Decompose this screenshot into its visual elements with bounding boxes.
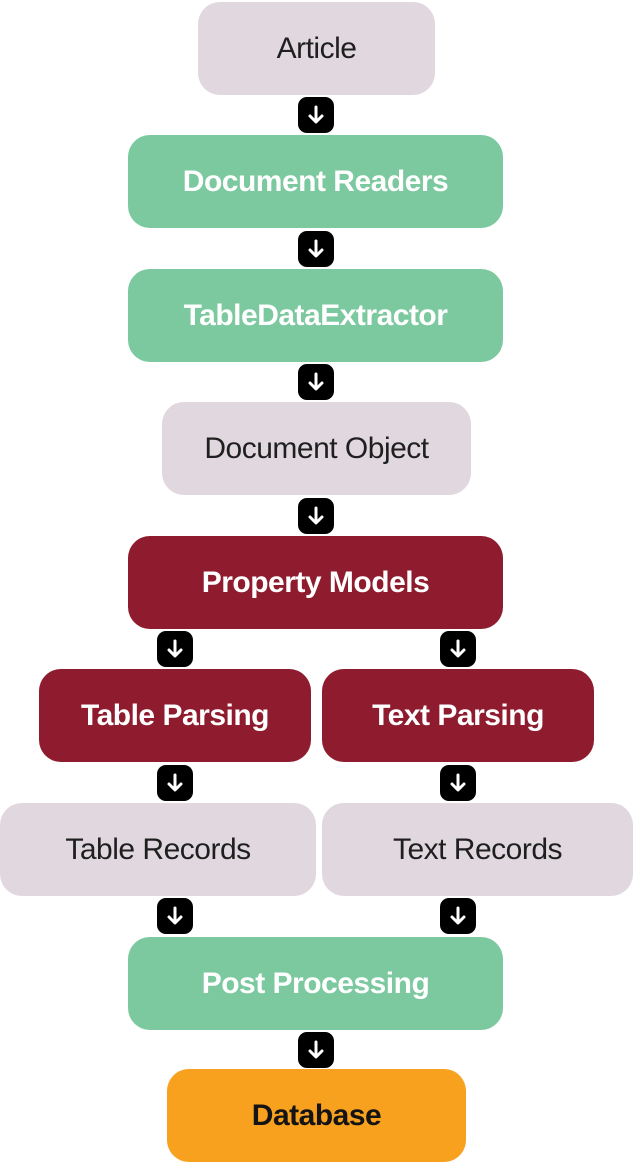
node-text-records-label: Text Records [392,832,563,866]
arrow-post-processing-to-database-down-arrow-icon [298,1032,334,1068]
arrow-text-parsing-to-records-down-arrow-icon [440,765,476,801]
node-document-object: Document Object [162,402,471,495]
arrow-models-to-text-parsing-down-arrow-icon [440,631,476,667]
node-document-object-label: Document Object [204,431,429,465]
down-arrow-icon [167,639,183,658]
node-document-readers: Document Readers [128,135,503,228]
down-arrow-icon [308,239,324,258]
node-post-processing-label: Post Processing [201,966,430,1000]
down-arrow-icon [450,906,466,925]
node-table-data-extractor: TableDataExtractor [128,269,503,362]
node-property-models-label: Property Models [201,565,430,599]
node-database: Database [167,1069,466,1162]
node-post-processing: Post Processing [128,937,503,1030]
down-arrow-icon [308,506,324,525]
node-text-parsing: Text Parsing [322,669,594,762]
node-table-data-extractor-label: TableDataExtractor [183,298,448,332]
node-database-label: Database [251,1098,382,1132]
arrow-table-parsing-to-records-down-arrow-icon [157,765,193,801]
node-document-readers-label: Document Readers [182,164,449,198]
node-article: Article [198,2,435,95]
down-arrow-icon [450,639,466,658]
node-table-records: Table Records [0,803,316,896]
down-arrow-icon [308,372,324,391]
arrow-extractor-to-document-object-down-arrow-icon [298,364,334,400]
node-text-parsing-label: Text Parsing [372,698,544,732]
down-arrow-icon [308,1040,324,1059]
down-arrow-icon [167,773,183,792]
arrow-table-records-to-post-processing-down-arrow-icon [157,898,193,934]
node-article-label: Article [276,31,357,65]
down-arrow-icon [167,906,183,925]
arrow-document-object-to-models-down-arrow-icon [298,498,334,534]
node-table-parsing-label: Table Parsing [80,698,270,732]
node-table-parsing: Table Parsing [39,669,311,762]
node-text-records: Text Records [322,803,633,896]
arrow-text-records-to-post-processing-down-arrow-icon [440,898,476,934]
node-property-models: Property Models [128,536,503,629]
arrow-article-to-readers-down-arrow-icon [298,97,334,133]
down-arrow-icon [450,773,466,792]
arrow-readers-to-extractor-down-arrow-icon [298,231,334,267]
node-table-records-label: Table Records [65,832,251,866]
down-arrow-icon [308,105,324,124]
arrow-models-to-table-parsing-down-arrow-icon [157,631,193,667]
